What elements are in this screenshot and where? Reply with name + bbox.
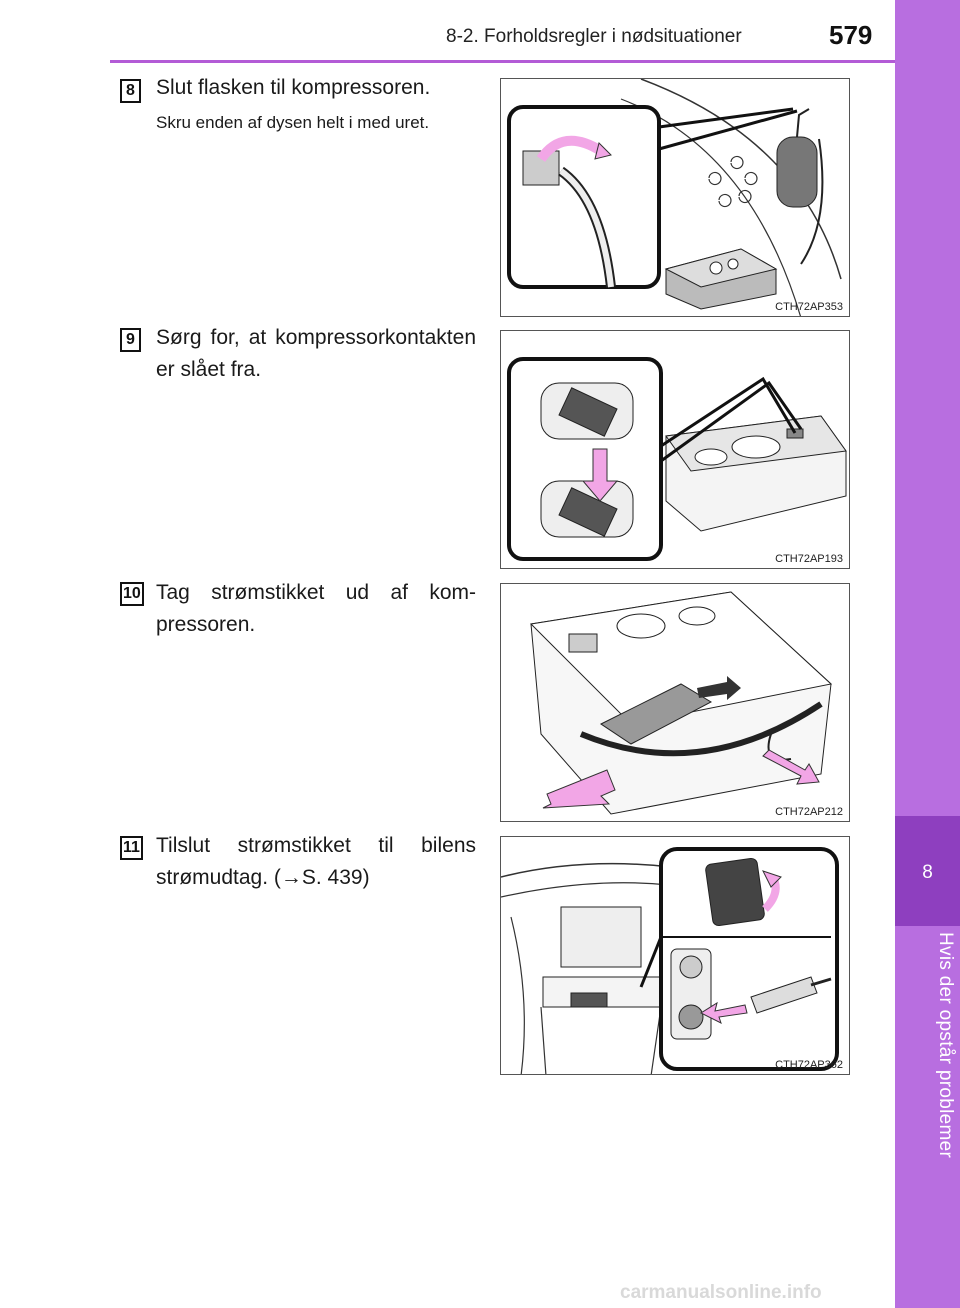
bottle-compressor-illustration — [507, 79, 842, 316]
figure-plug-into-socket: CTH72AP362 — [500, 836, 850, 1075]
step-title: Slut flasken til kompressoren. — [156, 76, 431, 99]
step-title: Sørg for, at kompressorkontak­ten er slå… — [156, 326, 476, 381]
figure-code: CTH72AP193 — [775, 553, 843, 565]
figure-compressor-switch-off: CTH72AP193 — [500, 330, 850, 569]
step-title: Tilslut strømstikket til bilens strømudt… — [156, 834, 476, 889]
step-number-badge: 8 — [120, 79, 141, 103]
header-divider — [110, 60, 895, 63]
chapter-number: 8 — [922, 862, 933, 883]
step-number-badge: 11 — [120, 836, 143, 860]
section-title: 8-2. Forholdsregler i nødsituationer — [446, 26, 742, 47]
watermark: carmanualsonline.info — [620, 1282, 822, 1303]
figure-code: CTH72AP362 — [775, 1059, 843, 1071]
figure-bottle-to-compressor: CTH72AP353 — [500, 78, 850, 317]
unplug-illustration — [529, 591, 833, 815]
figure-unplug-compressor: CTH72AP212 — [500, 583, 850, 822]
chapter-title: Hvis der opstår problemer — [935, 932, 956, 1159]
figure-code: CTH72AP353 — [775, 301, 843, 313]
compressor-switch-illustration — [507, 357, 847, 561]
step-title: Tag strømstikket ud af kom­pressoren. — [156, 581, 476, 636]
chapter-number-box — [895, 816, 960, 926]
figure-code: CTH72AP212 — [775, 806, 843, 818]
step-number-badge: 10 — [120, 582, 144, 606]
chapter-side-tab — [895, 0, 960, 1308]
page-number: 579 — [829, 20, 873, 50]
step-number-badge: 9 — [120, 328, 141, 352]
power-socket-illustration — [501, 847, 839, 1074]
step-subtext: Skru enden af dysen helt i med uret. — [156, 113, 430, 132]
